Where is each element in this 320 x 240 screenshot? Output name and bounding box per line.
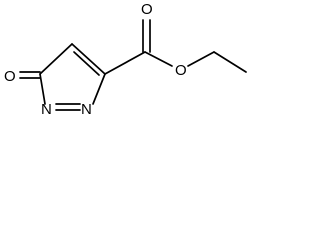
bond-c5-c4: [39, 43, 73, 75]
bond-c3-n2: [92, 73, 106, 105]
ring-nitrogen-2-label: N: [81, 101, 92, 118]
ring-nitrogen-1-label: N: [41, 101, 52, 118]
ketone-group: [19, 71, 41, 79]
bond-n1-c5: [39, 73, 46, 105]
bond-c4-c3-inner: [73, 51, 100, 76]
bond-c4-c3: [71, 43, 106, 75]
ketone-oxygen-label: O: [4, 68, 16, 85]
ethyl-ester-group: [104, 19, 247, 75]
bond-o-ester-ch2: [187, 51, 215, 67]
bond-ccarbonyl-o-ester: [144, 51, 173, 67]
bond-ch2-ch3: [213, 51, 247, 73]
bond-c3-ccarbonyl: [104, 51, 146, 75]
ester-oxygen-label: O: [175, 62, 187, 79]
chemical-structure-diagram: O N N O O: [4, 1, 247, 118]
pyrazole-ring: [39, 43, 106, 111]
carbonyl-oxygen-label: O: [141, 1, 153, 18]
